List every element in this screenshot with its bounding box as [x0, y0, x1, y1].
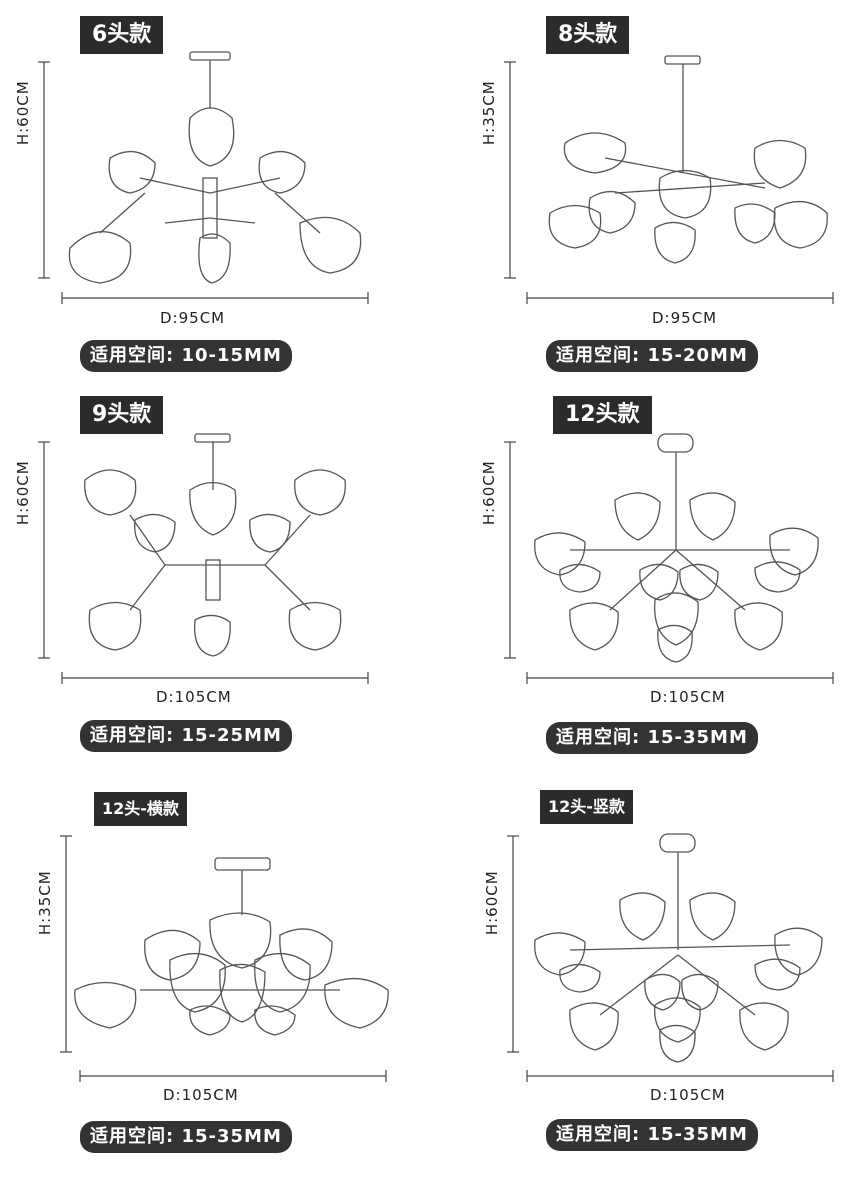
height-dimension-line	[504, 61, 516, 279]
applicable-space-badge: 适用空间: 15-35MM	[546, 722, 758, 754]
applicable-space-badge: 适用空间: 15-25MM	[80, 720, 292, 752]
height-dimension-line	[38, 441, 50, 659]
height-label: H:35CM	[480, 80, 498, 146]
chandelier-9-icon	[84, 433, 346, 657]
height-dimension-line	[507, 835, 519, 1053]
product-title-12-heads-horizontal: 12头-横款	[94, 792, 187, 826]
applicable-space-badge: 适用空间: 15-35MM	[546, 1119, 758, 1151]
chandelier-12-horizontal-icon	[74, 857, 389, 1036]
diameter-dimension-line	[526, 1070, 834, 1082]
product-title-9-heads: 9头款	[80, 396, 164, 434]
diameter-label: D:95CM	[160, 309, 226, 327]
applicable-space-badge: 适用空间: 10-15MM	[80, 340, 292, 372]
product-title-12-heads: 12头款	[553, 396, 652, 434]
height-label: H:60CM	[14, 80, 32, 146]
diameter-label: D:105CM	[650, 688, 726, 706]
diameter-dimension-line	[61, 672, 369, 684]
product-title-6-heads: 6头款	[80, 16, 164, 54]
chandelier-6-icon	[68, 51, 362, 284]
diameter-dimension-line	[61, 292, 369, 304]
diameter-label: D:105CM	[163, 1086, 239, 1104]
diameter-label: D:105CM	[650, 1086, 726, 1104]
chandelier-12-icon	[534, 433, 819, 663]
product-title-12-heads-vertical: 12头-竖款	[540, 790, 633, 824]
chandelier-12-vertical-icon	[534, 833, 823, 1063]
height-label: H:60CM	[483, 870, 501, 936]
diameter-label: D:95CM	[652, 309, 718, 327]
diameter-dimension-line	[79, 1070, 387, 1082]
height-dimension-line	[504, 441, 516, 659]
height-label: H:60CM	[480, 460, 498, 526]
diameter-label: D:105CM	[156, 688, 232, 706]
diameter-dimension-line	[526, 672, 834, 684]
diameter-dimension-line	[526, 292, 834, 304]
height-label: H:60CM	[14, 460, 32, 526]
product-title-8-heads: 8头款	[546, 16, 630, 54]
height-dimension-line	[38, 61, 50, 279]
applicable-space-badge: 适用空间: 15-35MM	[80, 1121, 292, 1153]
chandelier-8-icon	[548, 55, 828, 264]
applicable-space-badge: 适用空间: 15-20MM	[546, 340, 758, 372]
height-dimension-line	[60, 835, 72, 1053]
height-label: H:35CM	[36, 870, 54, 936]
